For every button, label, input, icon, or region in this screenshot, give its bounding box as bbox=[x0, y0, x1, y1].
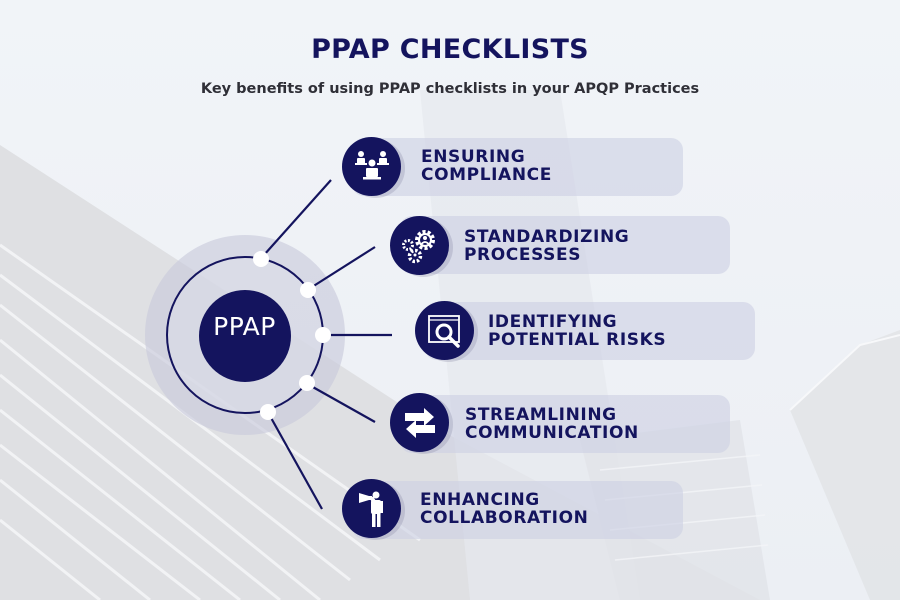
benefit-label: STANDARDIZING PROCESSES bbox=[464, 227, 630, 265]
benefit-card-standardizing-processes bbox=[400, 216, 730, 274]
benefit-card-streamlining-communication bbox=[400, 395, 730, 453]
hub-label: PPAP bbox=[213, 312, 276, 341]
benefit-label: IDENTIFYING POTENTIAL RISKS bbox=[488, 312, 667, 350]
connector-lines bbox=[263, 179, 392, 510]
connector-dots bbox=[253, 251, 331, 420]
megaphone-person-icon bbox=[342, 479, 401, 538]
window-magnifier-icon bbox=[415, 301, 474, 360]
team-workstations-icon bbox=[342, 137, 401, 196]
gears-people-icon bbox=[390, 216, 449, 275]
page-subtitle: Key benefits of using PPAP checklists in… bbox=[200, 81, 700, 97]
benefit-card-enhancing-collaboration bbox=[352, 481, 683, 539]
benefit-label: ENHANCING COLLABORATION bbox=[420, 490, 589, 528]
benefit-label: ENSURING COMPLIANCE bbox=[421, 147, 552, 185]
benefit-card-identifying-potential-risks bbox=[425, 302, 755, 360]
benefit-label: STREAMLINING COMMUNICATION bbox=[465, 405, 639, 443]
benefit-card-ensuring-compliance bbox=[352, 138, 683, 196]
page-title: PPAP CHECKLISTS bbox=[311, 34, 589, 65]
exchange-arrows-icon bbox=[390, 393, 449, 452]
hub-core bbox=[199, 290, 291, 382]
